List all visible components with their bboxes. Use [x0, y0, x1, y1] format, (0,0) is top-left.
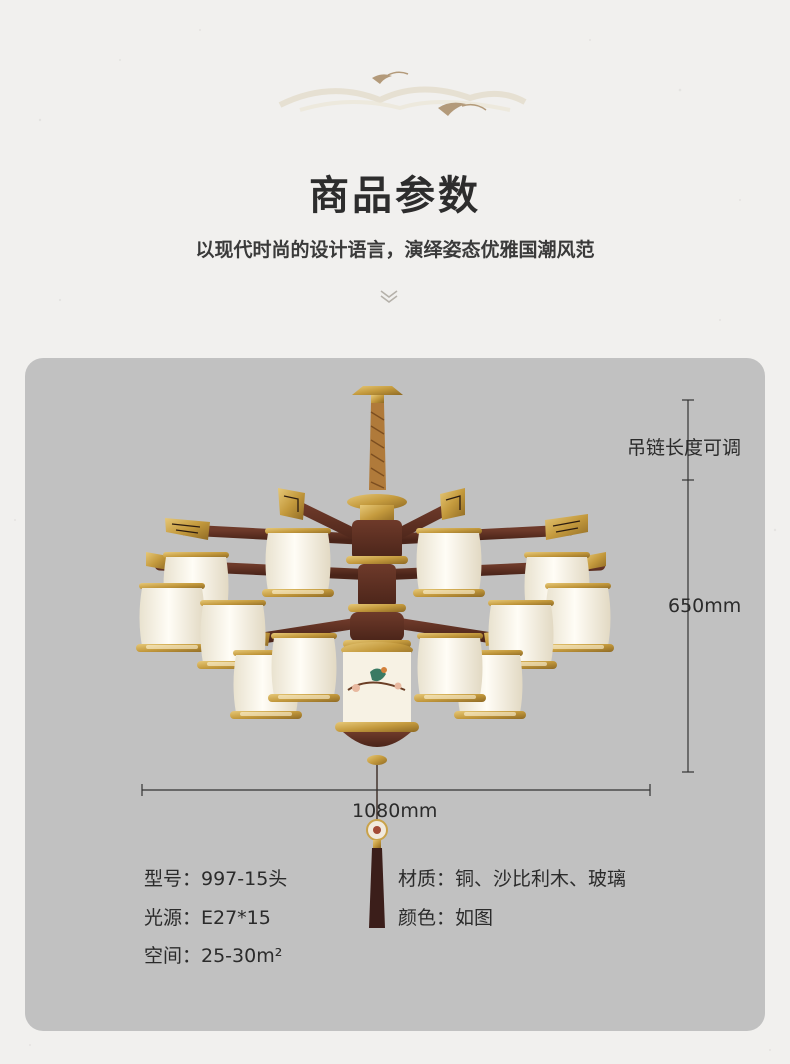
spec-color: 颜色：如图 [398, 907, 494, 929]
spec-material: 材质：铜、沙比利木、玻璃 [398, 868, 627, 890]
width-label: 1080mm [352, 800, 438, 822]
spec-model: 型号：997-15头 [144, 868, 288, 890]
chain-length-label: 吊链长度可调 [627, 437, 742, 459]
mountain-bird-decoration [278, 71, 527, 116]
page-title: 商品参数 [309, 173, 481, 219]
chevron-down-icon [380, 290, 398, 303]
spec-light-source: 光源：E27*15 [144, 907, 271, 929]
spec-space: 空间：25-30m² [144, 945, 283, 967]
page-subtitle: 以现代时尚的设计语言，演绎姿态优雅国潮风范 [195, 239, 595, 261]
height-label: 650mm [668, 595, 742, 617]
